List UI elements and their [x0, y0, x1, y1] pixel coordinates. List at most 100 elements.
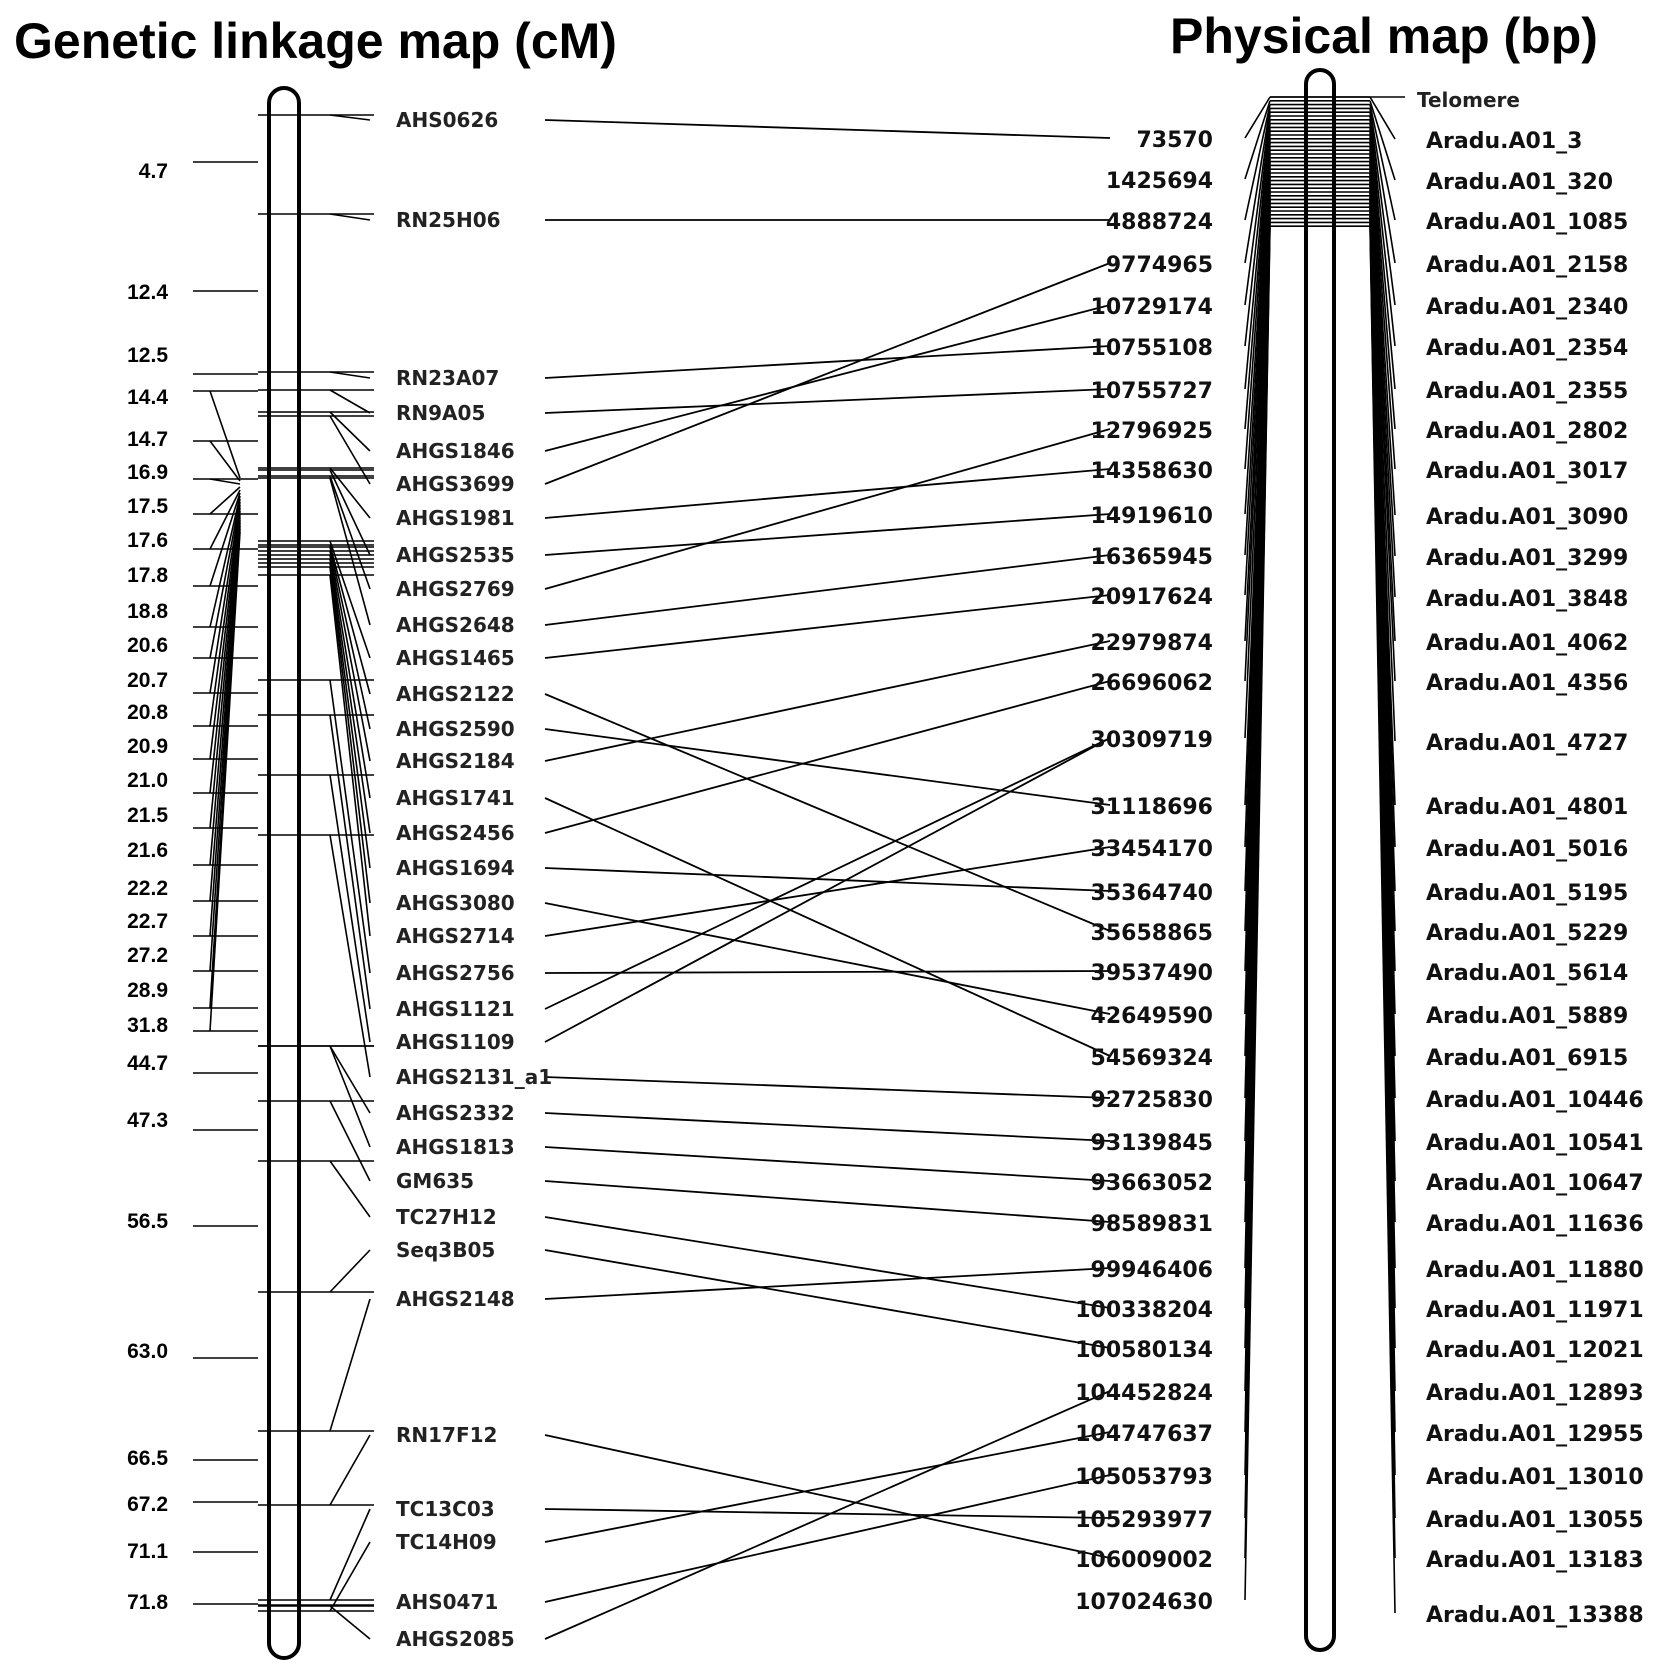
gene-label: Aradu.A01_2355	[1426, 379, 1628, 404]
marker-fan-line	[329, 1508, 371, 1601]
cm-position-label: 44.7	[127, 1052, 168, 1075]
marker-fan-line	[329, 1541, 371, 1612]
bp-position-label: 10729174	[1091, 295, 1213, 320]
marker-label: AHGS2648	[396, 613, 515, 637]
marker-fan-line	[329, 1045, 371, 1148]
marker-fan-line	[329, 371, 371, 379]
marker-fan-line	[329, 1434, 371, 1506]
cm-position-label: 31.8	[127, 1014, 168, 1037]
marker-fan-line	[329, 546, 371, 730]
cm-position-label: 66.5	[127, 1447, 168, 1470]
marker-fan-line	[329, 550, 371, 762]
marker-fan-line	[329, 774, 371, 1043]
cm-fan-line	[209, 501, 241, 694]
marker-label: TC13C03	[396, 1497, 495, 1521]
link-AHS0626	[544, 119, 1111, 139]
bp-position-label: 20917624	[1091, 585, 1213, 610]
cm-fan-line	[209, 504, 241, 727]
bp-fan-line	[1244, 104, 1271, 221]
bp-fan-line	[1244, 226, 1271, 1601]
cm-position-label: 27.2	[127, 944, 168, 967]
marker-fan-line	[329, 574, 371, 937]
bp-position-label: 33454170	[1091, 837, 1213, 862]
cm-position-label: 22.2	[127, 877, 168, 900]
cm-fan-line	[209, 495, 241, 628]
marker-fan-line	[329, 540, 371, 659]
link-AHGS2456	[544, 680, 1111, 834]
marker-fan-line	[329, 411, 371, 452]
gene-label: Aradu.A01_5195	[1426, 881, 1628, 906]
marker-label: AHGS3699	[396, 472, 515, 496]
bp-position-label: 106009002	[1075, 1548, 1213, 1573]
link-AHGS2148	[544, 1267, 1111, 1300]
marker-to-physical-links	[544, 119, 1111, 1640]
genetic-chromosome-bar	[267, 86, 301, 1660]
marker-label: AHGS2184	[396, 749, 515, 773]
cm-fan-line	[209, 478, 241, 485]
physical-chromosome-bar	[1304, 68, 1336, 1652]
bp-position-label: 14919610	[1091, 504, 1213, 529]
bp-fan-line	[1244, 112, 1271, 306]
marker-label: AHGS3080	[396, 891, 515, 915]
link-AHGS2648	[544, 554, 1111, 626]
cm-fan-line	[209, 440, 241, 482]
link-AHGS1109	[544, 737, 1111, 1043]
gene-label: Aradu.A01_320	[1426, 170, 1613, 195]
link-AHGS1694	[544, 867, 1111, 892]
cm-position-label: 17.8	[127, 564, 168, 587]
cm-fan-line	[209, 486, 241, 515]
link-GM635	[544, 1180, 1111, 1223]
marker-label: AHGS1741	[396, 786, 515, 810]
gene-label: Aradu.A01_5614	[1426, 961, 1628, 986]
link-AHGS2184	[544, 640, 1111, 762]
bp-position-label: 10755727	[1091, 379, 1213, 404]
gene-label: Aradu.A01_3017	[1426, 459, 1628, 484]
bp-position-label: 35364740	[1091, 881, 1213, 906]
cm-fan-line	[209, 492, 241, 587]
cm-position-label: 16.9	[127, 461, 168, 484]
gene-label: Aradu.A01_4727	[1426, 731, 1628, 756]
link-RN9A05	[544, 388, 1111, 414]
marker-label: AHGS2535	[396, 543, 515, 567]
gene-label: Aradu.A01_3299	[1426, 546, 1628, 571]
bp-position-label: 92725830	[1091, 1088, 1213, 1113]
gene-label: Aradu.A01_13010	[1426, 1465, 1644, 1490]
marker-fan-line	[329, 562, 371, 869]
link-AHGS1813	[544, 1146, 1111, 1182]
gene-label: Aradu.A01_13055	[1426, 1508, 1644, 1533]
marker-label: AHGS2131_a1	[396, 1065, 552, 1089]
cm-position-label: 63.0	[127, 1340, 168, 1363]
marker-label: AHGS1694	[396, 856, 515, 880]
cm-position-label: 4.7	[139, 160, 168, 183]
cm-position-label: 21.6	[127, 839, 168, 862]
marker-label: AHGS1846	[396, 439, 515, 463]
cm-position-label: 28.9	[127, 979, 168, 1002]
marker-fan-line	[329, 679, 371, 974]
marker-label: AHGS1109	[396, 1030, 515, 1054]
bp-position-label: 1425694	[1106, 169, 1213, 194]
link-AHGS2590	[544, 728, 1111, 806]
cm-fan-line	[209, 390, 241, 479]
gene-label: Aradu.A01_4801	[1426, 795, 1628, 820]
link-RN23A07	[544, 345, 1111, 379]
marker-label: AHGS1981	[396, 506, 515, 530]
cm-position-label: 20.6	[127, 634, 168, 657]
marker-label: RN25H06	[396, 208, 501, 232]
bp-position-label: 35658865	[1091, 921, 1213, 946]
gene-label: Aradu.A01_3	[1426, 129, 1582, 154]
gene-fan-line	[1369, 119, 1396, 390]
gene-label: Aradu.A01_2158	[1426, 253, 1628, 278]
marker-fan-line	[329, 477, 371, 626]
marker-fan-line	[329, 834, 371, 1078]
marker-fan-line	[329, 558, 371, 834]
marker-label: RN17F12	[396, 1423, 497, 1447]
link-AHS0471	[544, 1474, 1111, 1603]
bp-position-label: 4888724	[1106, 210, 1213, 235]
marker-label: AHS0471	[396, 1590, 498, 1614]
gene-label: Aradu.A01_5889	[1426, 1004, 1628, 1029]
marker-label: Seq3B05	[396, 1238, 495, 1262]
marker-fan-line	[329, 1045, 371, 1114]
bp-position-label: 14358630	[1091, 459, 1213, 484]
cm-position-label: 17.6	[127, 529, 168, 552]
marker-label: GM635	[396, 1169, 474, 1193]
